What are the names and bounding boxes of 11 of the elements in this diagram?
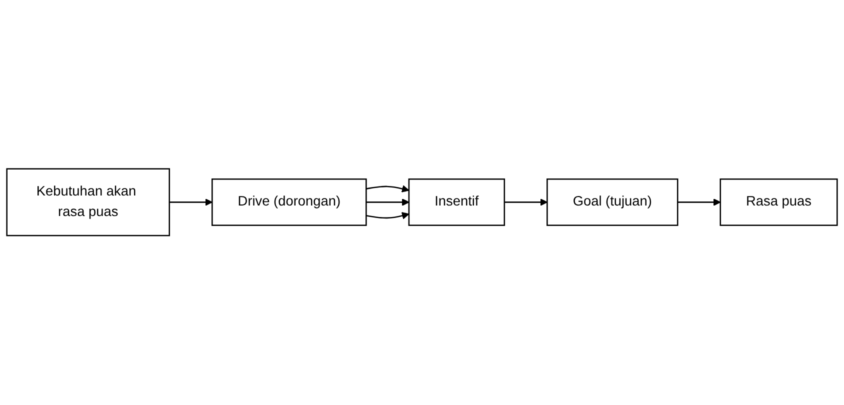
node-box: Kebutuhan akan rasa puas [6,168,170,236]
arrow [366,185,410,193]
node-box: Insentif [408,178,506,226]
node-box: Rasa puas [720,178,838,226]
arrow [366,212,410,220]
arrow [169,198,212,206]
arrow [504,198,548,206]
arrow [366,198,410,206]
node-box: Goal (tujuan) [546,178,678,226]
arrow [678,198,721,206]
node-box: Drive (dorongan) [212,178,367,226]
